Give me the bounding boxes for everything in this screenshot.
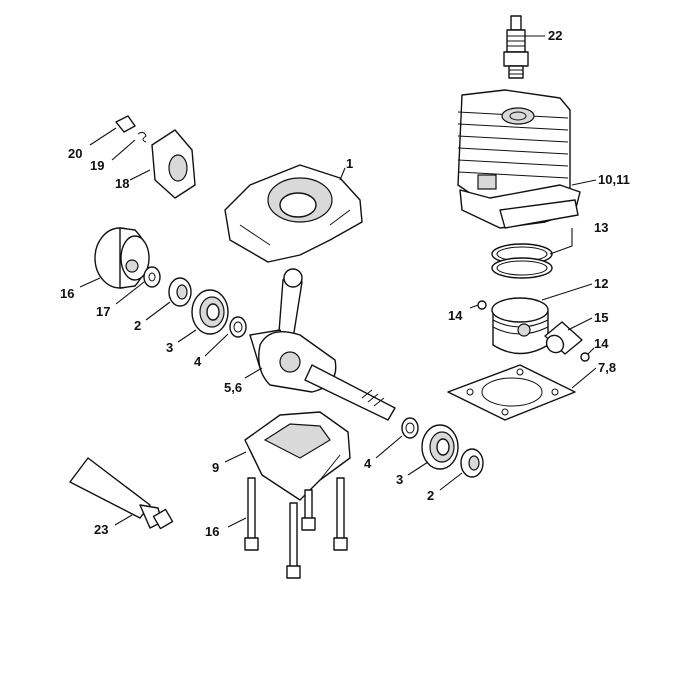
- callout-22: 22: [548, 28, 562, 43]
- callout-17: 16: [60, 286, 74, 301]
- callout-2-left: 2: [134, 318, 141, 333]
- callout-15: 15: [594, 310, 608, 325]
- callout-10-11: 10,11: [598, 172, 630, 187]
- callout-14-left: 14: [448, 308, 463, 323]
- callout-2-right: 2: [427, 488, 434, 503]
- callout-1: 1: [346, 156, 353, 171]
- crankcase-upper: [224, 164, 363, 263]
- crankshaft: [249, 268, 396, 421]
- callout-13: 13: [594, 220, 608, 235]
- ball-bearing-right: [421, 424, 459, 470]
- callout-3-right: 3: [396, 472, 403, 487]
- washer-right: [401, 417, 419, 439]
- crankcase-lower: [244, 411, 351, 501]
- callout-18: 17: [96, 304, 110, 319]
- callout-7-8: 7,8: [598, 360, 616, 375]
- screws: [244, 477, 348, 579]
- cylinder-gasket: [447, 364, 576, 421]
- grease-tube: [69, 457, 174, 530]
- piston-pin: [544, 321, 583, 355]
- callout-23: 23: [94, 522, 108, 537]
- crankcase-cover: [151, 129, 196, 199]
- washer-left: [229, 316, 247, 338]
- callout-4-right: 4: [364, 456, 372, 471]
- piston-rings: [491, 243, 553, 279]
- piston: [491, 297, 549, 355]
- callout-4-left: 4: [194, 354, 202, 369]
- circlip-right: [580, 352, 590, 362]
- callout-9: 9: [212, 460, 219, 475]
- leader-lines: [79, 35, 597, 528]
- spark-plug: [503, 15, 529, 79]
- clutch-drum: [94, 227, 150, 289]
- oil-seal-left: [168, 277, 192, 307]
- circlip-left: [477, 300, 487, 310]
- spring: [137, 131, 147, 143]
- cylinder: [457, 89, 581, 229]
- valve-nipple: [115, 115, 136, 133]
- callout-labels: 22 10,11 13 12 15 14 14 7,8 1 18 19 20 1…: [60, 28, 630, 537]
- callout-12: 12: [594, 276, 608, 291]
- washer-18: [143, 266, 161, 288]
- callout-14-right: 14: [594, 336, 609, 351]
- ball-bearing-left: [191, 289, 229, 335]
- callout-5-6: 5,6: [224, 380, 242, 395]
- callout-sixteen: 16: [205, 524, 219, 539]
- callout-20: 19: [90, 158, 104, 173]
- callout-19: 18: [115, 176, 129, 191]
- oil-seal-right: [460, 448, 484, 478]
- callout-3-left: 3: [166, 340, 173, 355]
- callout-21: 20: [68, 146, 82, 161]
